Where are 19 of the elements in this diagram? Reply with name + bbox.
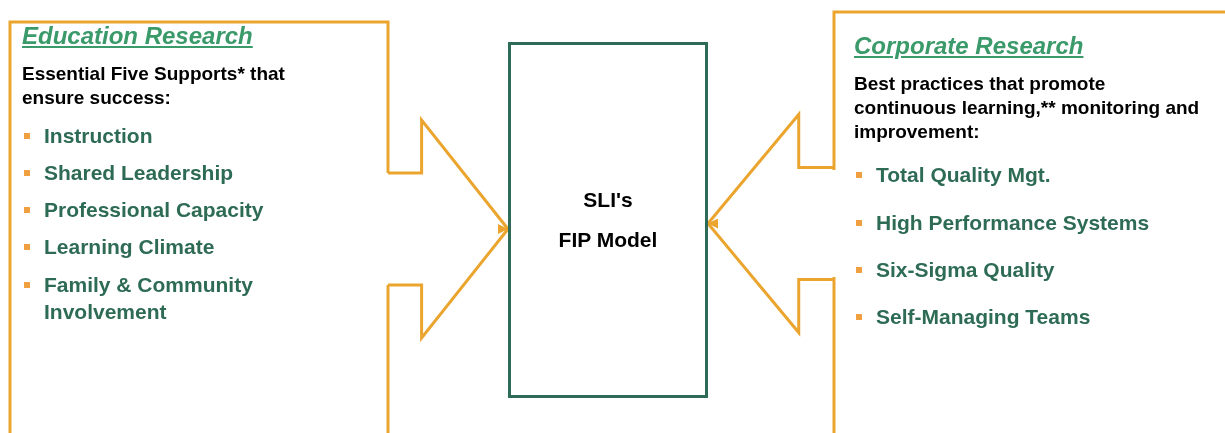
block-arrow [706,110,836,337]
list-item: Learning Climate [22,233,215,261]
list-item: Instruction [22,121,153,149]
list-item: Professional Capacity [22,196,264,224]
callout-box [832,10,1225,433]
section-heading: Education Research [22,22,253,50]
list-item: Family & Community Involvement [22,270,334,326]
list-item: High Performance Systems [854,208,1150,236]
callout-box [8,20,390,433]
process-box [508,42,708,398]
section-heading: Corporate Research [854,32,1084,60]
description-text: Essential Five Supports* that ensure success: [22,62,286,110]
box-label: SLI's FIP Model [558,187,658,253]
block-arrow [386,115,510,343]
list-item: Total Quality Mgt. [854,161,1051,189]
list-item: Self-Managing Teams [854,303,1091,331]
description-text: Best practices that promote continuous learning,** monitoring and improvement: [854,72,1201,144]
list-item: Shared Leadership [22,158,234,187]
list-item: Six-Sigma Quality [854,255,1055,284]
